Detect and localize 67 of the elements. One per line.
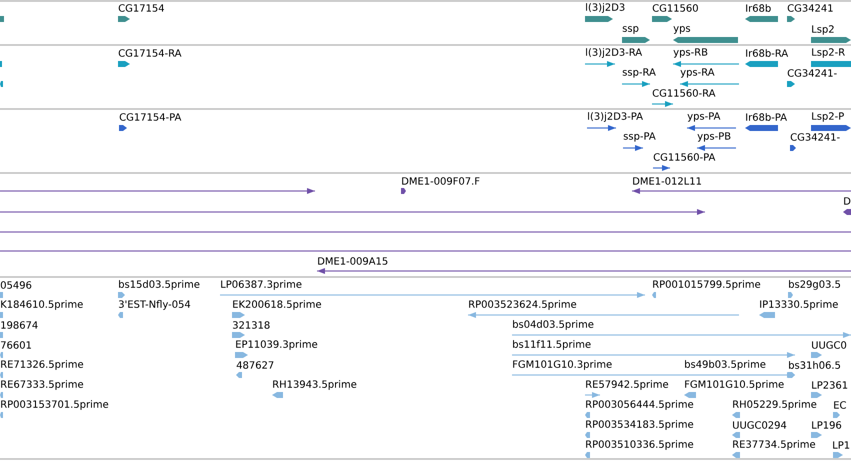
feature-label: yps xyxy=(674,26,690,34)
feature-label: CG11560 xyxy=(652,4,698,12)
feature-label: 76601 xyxy=(1,341,31,349)
feature-label: RP003153701.5prime xyxy=(1,400,108,410)
feature-label: l(3)j2D3 xyxy=(586,3,624,13)
feature-label: UUGC0 xyxy=(812,341,846,349)
feature-label: EP11039.3prime xyxy=(236,340,318,350)
feature-label: Lsp2 xyxy=(812,25,834,35)
feature-label: bs31h06.5 xyxy=(789,361,840,369)
feature-label: CG17154-RA xyxy=(118,49,182,57)
feature-label: 321318 xyxy=(232,321,270,329)
feature-label: CG11560-PA xyxy=(654,153,716,161)
feature-label: bs15d03.5prime xyxy=(119,280,200,290)
feature-label: RP003523624.5prime xyxy=(469,300,576,310)
feature-label: 05496 xyxy=(0,281,32,289)
feature-label: bs29g03.5 xyxy=(789,280,840,290)
feature-label: DME1-012L11 xyxy=(633,177,702,185)
feature-label: CG34241 xyxy=(788,4,833,12)
feature-label: UUGC0294 xyxy=(733,421,786,429)
feature-label: RP001015799.5prime xyxy=(653,280,760,290)
feature-label: ssp xyxy=(622,26,638,34)
feature-label: ssp-PA xyxy=(624,132,656,142)
feature-label: ssp-RA xyxy=(622,68,656,78)
feature-label: RH13943.5prime xyxy=(273,380,356,390)
feature-label: yps-PA xyxy=(688,112,720,122)
feature-label: CG17154-PA xyxy=(120,113,182,121)
feature-label: Ir68b-RA xyxy=(746,49,788,57)
feature-label: LP1 xyxy=(833,441,850,449)
feature-label: bs49b03.5prime xyxy=(685,360,766,370)
feature-label: RE71326.5prime xyxy=(1,360,84,370)
feature-label: RH05229.5prime xyxy=(733,400,816,410)
feature-label: Ir68b-PA xyxy=(746,113,787,121)
feature-label: l(3)j2D3-RA xyxy=(586,48,642,58)
feature-label: RE57942.5prime xyxy=(586,380,668,390)
feature-label: EK200618.5prime xyxy=(233,300,322,310)
feature-label: RE67333.5prime xyxy=(1,380,84,390)
feature-label: CG34241- xyxy=(788,69,837,77)
feature-label: Lsp2-R xyxy=(812,48,845,58)
feature-label: Lsp2-P xyxy=(812,112,844,122)
feature-label: IP13330.5prime xyxy=(760,300,838,310)
feature-label: DME1-009F07.F xyxy=(402,177,480,185)
feature-label: 3'EST-Nfly-054 xyxy=(118,300,190,310)
feature-label: bs04d03.5prime xyxy=(513,320,594,330)
feature-label: l(3)j2D3-PA xyxy=(588,112,643,122)
feature-label: RP003534183.5prime xyxy=(586,420,694,430)
feature-label: yps-RA xyxy=(680,68,714,78)
feature-label: CG34241- xyxy=(790,133,840,141)
feature-label: yps-RB xyxy=(674,48,708,58)
feature-label: D xyxy=(844,197,850,205)
feature-label: Ir68b xyxy=(746,4,771,12)
feature-label: yps-PB xyxy=(698,132,730,142)
feature-label: RP003056444.5prime xyxy=(586,400,694,410)
feature-label: FGM101G10.3prime xyxy=(513,360,612,370)
feature-label: 198674 xyxy=(1,321,38,329)
feature-label: bs11f11.5prime xyxy=(513,340,591,350)
feature-label: LP06387.3prime xyxy=(221,280,302,290)
feature-label: CG17154 xyxy=(118,4,164,12)
feature-label: RP003510336.5prime xyxy=(586,440,694,450)
feature-label: EC xyxy=(834,401,846,409)
feature-label: DME1-009A15 xyxy=(318,257,388,265)
feature-label: 487627 xyxy=(236,361,274,369)
feature-label: CG11560-RA xyxy=(652,89,716,97)
feature-label: LP2361 xyxy=(812,381,848,389)
feature-label: K184610.5prime xyxy=(1,300,83,310)
feature-label: FGM101G10.5prime xyxy=(685,380,784,390)
feature-label: RE37734.5prime xyxy=(733,440,816,450)
feature-label: LP196 xyxy=(812,421,842,429)
